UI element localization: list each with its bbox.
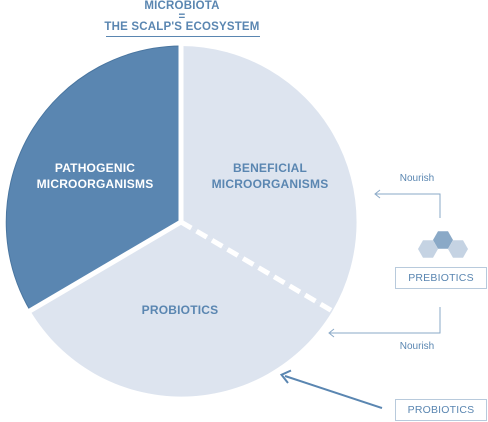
header-equals: =	[178, 11, 186, 23]
segment-pathogenic	[5, 45, 182, 312]
beneficial-label-line2: MICROORGANISMS	[211, 177, 329, 191]
beneficial-label-line1: BENEFICIAL	[233, 161, 307, 175]
probiotics-segment-label: PROBIOTICS	[141, 303, 219, 317]
nourish-bottom-connector	[330, 307, 441, 334]
header-title: MICROBIOTA	[144, 0, 220, 12]
diagram-header: MICROBIOTA = THE SCALP'S ECOSYSTEM	[0, 0, 488, 38]
nourish-top-arrow-icon	[374, 189, 381, 199]
prebiotics-box: PREBIOTICS	[395, 267, 487, 289]
header-subtitle: THE SCALP'S ECOSYSTEM	[104, 21, 260, 33]
beneficial-label: BENEFICIAL MICROORGANISMS	[200, 160, 340, 192]
pathogenic-label-line1: PATHOGENIC	[54, 161, 136, 175]
hexagon-cluster-icon	[418, 231, 468, 258]
nourish-top-connector	[376, 193, 441, 218]
separator-left	[26, 219, 183, 315]
pathogenic-label-line2: MICROORGANISMS	[36, 177, 154, 191]
probiotics-box: PROBIOTICS	[395, 399, 487, 421]
separator-dashed	[179, 219, 336, 315]
header-underline	[106, 36, 260, 37]
segment-beneficial	[181, 46, 357, 311]
pathogenic-label: PATHOGENIC MICROORGANISMS	[26, 160, 164, 192]
nourish-bottom-arrow-icon	[328, 328, 335, 338]
probiotics-arrow-icon	[279, 369, 292, 384]
probiotics-connector	[284, 375, 383, 409]
nourish-top-label: Nourish	[399, 173, 435, 184]
nourish-bottom-label: Nourish	[399, 341, 435, 352]
segment-probiotics	[30, 222, 333, 397]
